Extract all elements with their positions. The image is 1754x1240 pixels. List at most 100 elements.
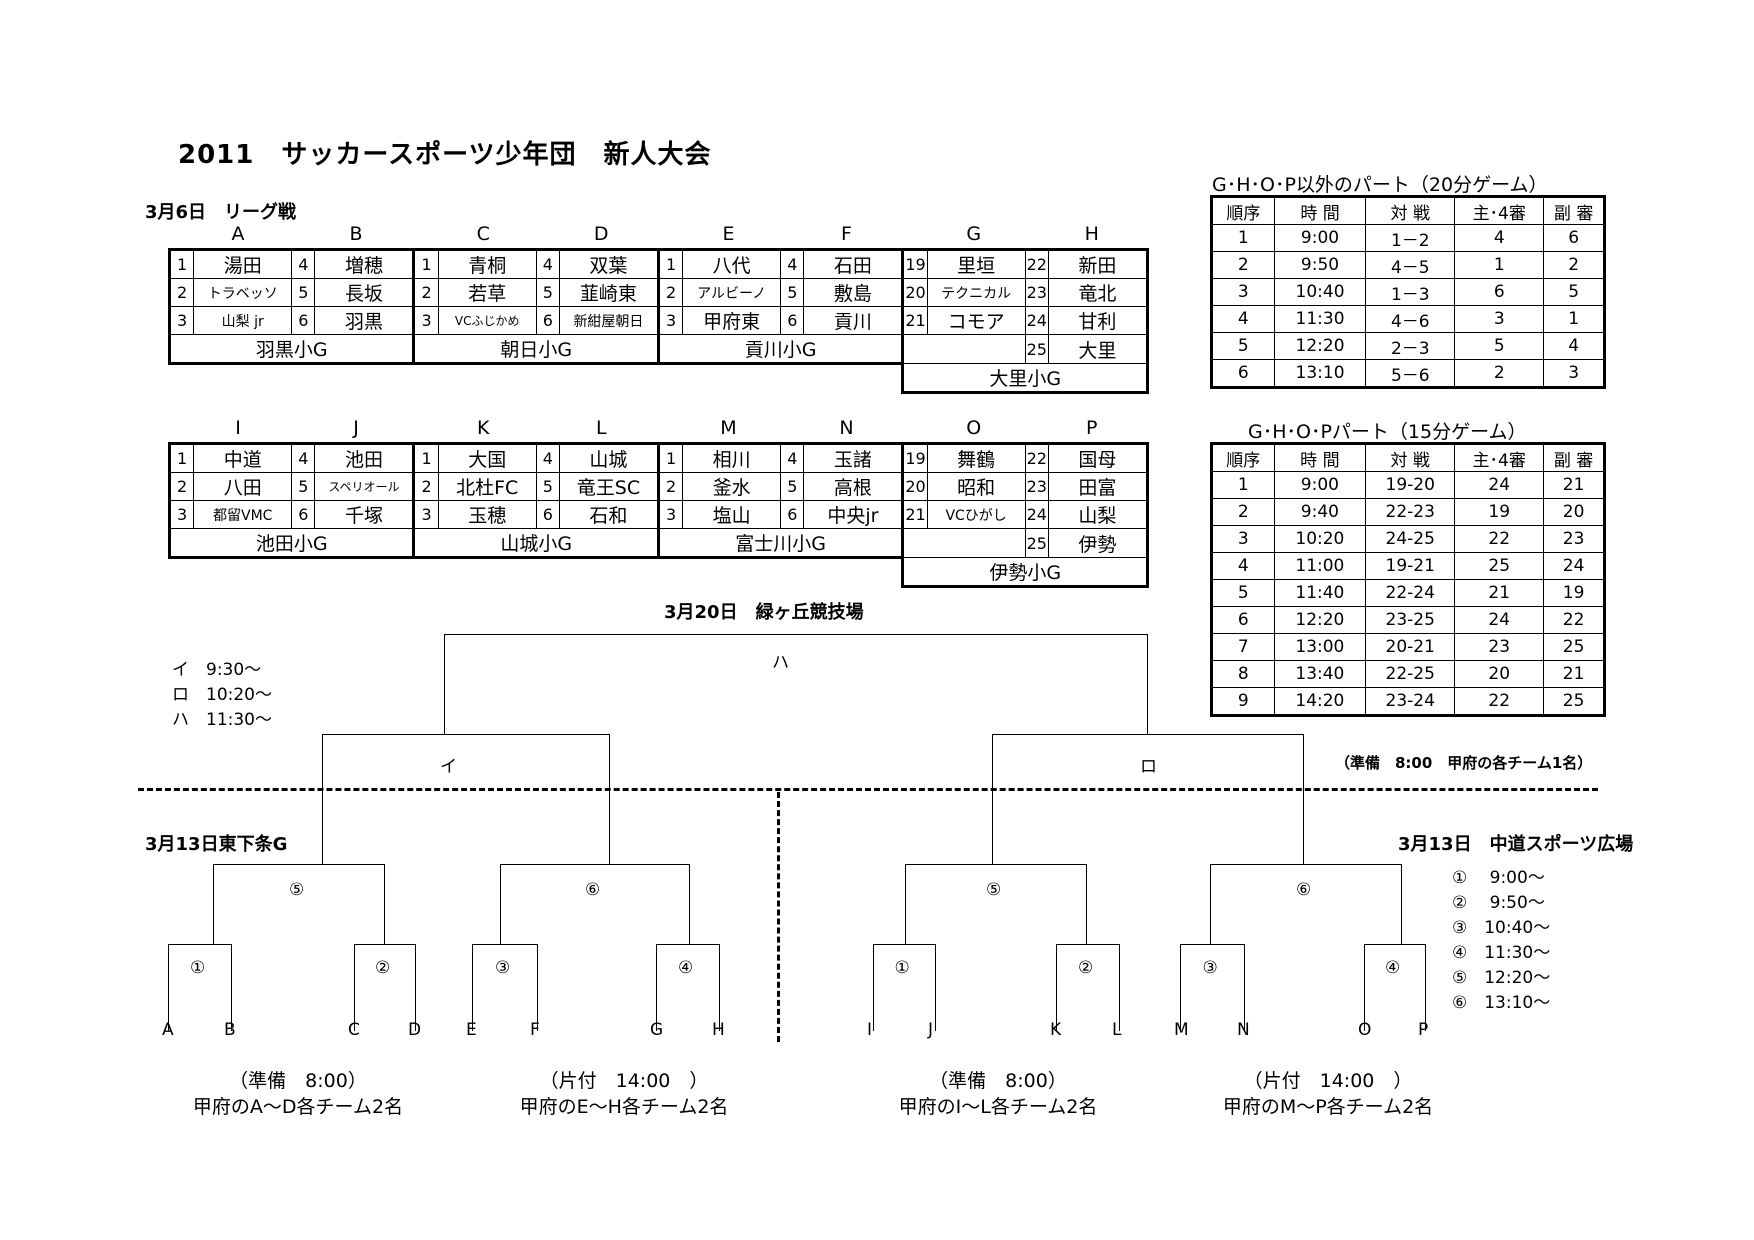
schedule1-cell: 4－5 xyxy=(1365,251,1456,279)
schedule1-cell: 1 xyxy=(1543,305,1606,333)
league_bottom-cell: VCひがし xyxy=(926,500,1026,529)
league_bottom-ground-1: 池田小G xyxy=(167,528,415,559)
schedule2-cell: 20-21 xyxy=(1365,633,1456,661)
league_top-empty-cell xyxy=(901,334,1026,364)
league_top-cell: 5 xyxy=(291,278,316,307)
league_bottom-cell: 6 xyxy=(535,500,560,529)
schedule2-cell: 19-21 xyxy=(1365,552,1456,580)
league_bottom-extra-team: 伊勢 xyxy=(1047,528,1150,558)
schedule1-cell: 6 xyxy=(1543,224,1606,252)
schedule1-cell: 3 xyxy=(1210,278,1275,306)
note-2: （片付 14:00 ） 甲府のE～H各チーム2名 xyxy=(494,1068,754,1120)
final-time-i: イ 9:30～ xyxy=(172,660,262,680)
league_top-cell: 竜北 xyxy=(1047,278,1150,307)
schedule1-caption: G･H･O･P以外のパート（20分ゲーム） xyxy=(1212,174,1548,196)
schedule2-cell: 22 xyxy=(1454,687,1545,717)
league_bottom-ground-4: 伊勢小G xyxy=(901,557,1149,588)
schedule1-cell: 4－6 xyxy=(1365,305,1456,333)
page-title: 2011 サッカースポーツ少年団 新人大会 xyxy=(178,140,712,170)
league_bottom-cell: 6 xyxy=(291,500,316,529)
schedule1-cell: 2 xyxy=(1543,251,1606,279)
league_top-cell: 23 xyxy=(1024,278,1049,307)
league_bottom-col-j: J xyxy=(353,417,359,439)
league_bottom-col-l: L xyxy=(595,417,607,439)
schedule1-cell: 5 xyxy=(1454,332,1545,360)
league_top-cell: 貢川 xyxy=(803,306,904,335)
league_bottom-col-k: K xyxy=(477,417,490,439)
schedule2-cell: 13:40 xyxy=(1273,660,1367,688)
first-round-bracket xyxy=(168,944,232,1031)
league_bottom-extra-num: 25 xyxy=(1024,528,1049,558)
schedule2-cell: 23 xyxy=(1543,525,1606,553)
league_bottom-cell: 19 xyxy=(901,442,928,473)
league_bottom-cell: 田富 xyxy=(1047,472,1150,501)
first-round-bracket xyxy=(354,944,416,1031)
league_bottom-cell: 大国 xyxy=(437,442,537,473)
second-round-label: ⑤ xyxy=(986,880,1002,900)
team-label: H xyxy=(712,1020,725,1040)
league_bottom-cell: 北杜FC xyxy=(437,472,537,501)
league_top-cell: 山梨 jr xyxy=(193,306,293,335)
schedule2-header: 主･4審 xyxy=(1454,442,1545,472)
schedule2-cell: 21 xyxy=(1543,660,1606,688)
league_top-cell: 24 xyxy=(1024,306,1049,335)
schedule1-cell: 2 xyxy=(1210,251,1275,279)
schedule2-cell: 23 xyxy=(1454,633,1545,661)
league_top-cell: 新田 xyxy=(1047,248,1150,279)
league_bottom-cell: 2 xyxy=(656,472,684,501)
league_top-cell: 6 xyxy=(535,306,560,335)
semi-label-i: イ xyxy=(440,757,457,777)
schedule2-cell: 25 xyxy=(1454,552,1545,580)
league_bottom-cell: 5 xyxy=(780,472,805,501)
schedule1-cell: 6 xyxy=(1210,359,1275,389)
semi-bracket-right xyxy=(992,734,1304,865)
schedule1-header: 副 審 xyxy=(1543,195,1606,225)
left-venue: 3月13日東下条G xyxy=(145,834,288,855)
league_top-cell: 4 xyxy=(535,248,560,279)
schedule2-cell: 9:40 xyxy=(1273,498,1367,526)
league_top-cell: 若草 xyxy=(437,278,537,307)
league_bottom-cell: 2 xyxy=(167,472,195,501)
schedule1-header: 時 間 xyxy=(1273,195,1367,225)
league_top-ground-2: 朝日小G xyxy=(412,334,659,365)
second-round-bracket xyxy=(213,864,385,945)
schedule2-cell: 23-25 xyxy=(1365,606,1456,634)
final-time-ro: ロ 10:20～ xyxy=(172,685,272,705)
league_top-cell: 3 xyxy=(656,306,684,335)
schedule2-cell: 22-23 xyxy=(1365,498,1456,526)
schedule2-cell: 13:00 xyxy=(1273,633,1367,661)
league_top-col-a: A xyxy=(231,223,245,245)
league_top-col-f: F xyxy=(841,223,852,245)
second-round-bracket xyxy=(1210,864,1402,945)
league_bottom-cell: 高根 xyxy=(803,472,904,501)
match-times: ① 9:00～ ② 9:50～ ③ 10:40～ ④ 11:30～ ⑤ 12:2… xyxy=(1452,866,1550,1016)
schedule2-cell: 9 xyxy=(1210,687,1275,717)
schedule2-cell: 11:40 xyxy=(1273,579,1367,607)
league_top-col-c: C xyxy=(476,223,490,245)
team-label: G xyxy=(650,1020,664,1040)
league_bottom-cell: 1 xyxy=(412,442,439,473)
league_top-cell: 22 xyxy=(1024,248,1049,279)
league_bottom-col-o: O xyxy=(966,417,982,439)
league_top-cell: 八代 xyxy=(682,248,782,279)
league_top-cell: 5 xyxy=(535,278,560,307)
schedule2-cell: 19 xyxy=(1454,498,1545,526)
league_bottom-empty-cell xyxy=(901,528,1026,558)
note-3-b: 甲府のI～L各チーム2名 xyxy=(898,1096,1098,1118)
schedule2-cell: 22-24 xyxy=(1365,579,1456,607)
team-label: I xyxy=(867,1020,873,1040)
league_top-cell: 湯田 xyxy=(193,248,293,279)
schedule2-header: 副 審 xyxy=(1543,442,1606,472)
schedule1-cell: 11:30 xyxy=(1273,305,1367,333)
league_top-cell: 21 xyxy=(901,306,928,335)
first-round-label: ④ xyxy=(678,958,694,978)
note-2-b: 甲府のE～H各チーム2名 xyxy=(519,1096,729,1118)
league_bottom-cell: 5 xyxy=(535,472,560,501)
league_top-ground-1: 羽黒小G xyxy=(167,334,415,365)
schedule2-cell: 11:00 xyxy=(1273,552,1367,580)
